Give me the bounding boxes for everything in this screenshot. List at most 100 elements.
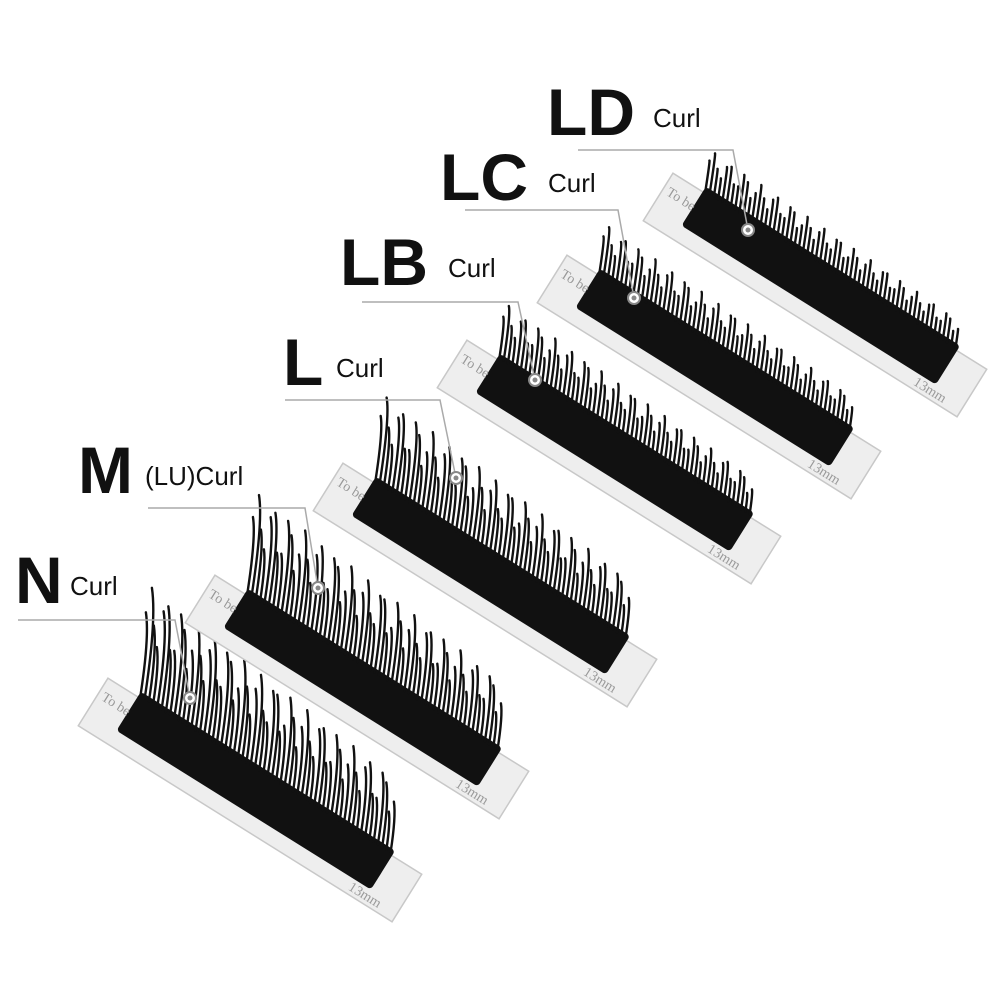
lash-fiber <box>515 320 523 370</box>
lash-fiber <box>695 290 704 336</box>
lash-fiber <box>693 445 700 482</box>
lash-fiber <box>411 642 419 698</box>
lash-fiber <box>856 269 862 288</box>
lash-fiber <box>708 152 717 195</box>
lash-fiber <box>750 347 756 370</box>
lash-fiber <box>801 215 809 254</box>
lash-fiber <box>540 356 546 386</box>
lash-fiber <box>288 569 296 621</box>
curl-suffix: Curl <box>336 353 384 383</box>
lash-fiber <box>526 540 533 578</box>
curl-letter: LC <box>440 140 528 214</box>
lash-fiber <box>531 525 539 581</box>
lash-fiber <box>839 394 846 426</box>
lash-fiber <box>844 408 849 429</box>
lash-fiber <box>629 397 637 442</box>
lash-fiber <box>835 388 842 423</box>
lash-fiber <box>869 272 875 296</box>
lash-fiber <box>308 755 315 804</box>
lash-fiber <box>595 370 603 421</box>
lash-fiber <box>780 365 786 389</box>
lash-fiber <box>780 216 786 241</box>
lash-fiber <box>814 389 819 410</box>
lash-fiber <box>663 431 669 463</box>
lash-fiber <box>878 271 885 301</box>
lash-fiber <box>317 726 326 809</box>
lash-fiber <box>488 479 498 554</box>
marker-dot-center <box>453 475 459 481</box>
lash-fiber <box>403 448 411 501</box>
lash-fiber <box>296 725 304 796</box>
lash-fiber <box>283 696 293 788</box>
lash-fiber <box>687 305 693 330</box>
lash-fiber <box>527 343 534 378</box>
lash-fiber <box>330 565 341 648</box>
lash-fiber <box>322 588 330 643</box>
lash-fiber <box>385 810 391 852</box>
lash-fiber <box>539 538 547 586</box>
lash-fiber <box>291 746 298 793</box>
lash-fiber <box>395 413 406 496</box>
leader-line <box>148 507 319 589</box>
lash-fiber <box>300 709 310 799</box>
lash-fiber <box>646 414 653 453</box>
lash-fiber <box>236 659 247 759</box>
lash-fiber <box>484 489 493 552</box>
lash-fiber <box>688 436 696 479</box>
lash-fiber <box>941 312 948 341</box>
lash-fiber <box>657 286 663 312</box>
lash-fiber <box>389 800 396 854</box>
lash-fiber <box>408 421 418 504</box>
lash-fiber <box>570 371 576 405</box>
lash-fiber <box>505 497 514 565</box>
lash-fiber <box>772 347 779 383</box>
lash-fiber <box>873 279 879 299</box>
lash-fiber <box>160 605 171 711</box>
lash-fiber <box>532 327 540 381</box>
lash-fiber <box>916 302 922 325</box>
lash-fiber <box>714 472 719 495</box>
lash-fiber <box>364 612 372 669</box>
lash-fiber <box>801 373 808 402</box>
lash-fiber <box>351 771 358 830</box>
lash-fiber <box>722 460 730 500</box>
lash-fiber <box>615 240 623 285</box>
lash-fiber <box>701 455 708 487</box>
lash-fiber <box>314 545 324 637</box>
lash-fiber <box>699 303 707 338</box>
lash-fiber <box>355 789 361 833</box>
lash-fiber <box>954 327 960 349</box>
lash-fiber <box>852 256 859 286</box>
lash-fiber <box>437 453 447 523</box>
lash-fiber <box>258 548 266 603</box>
lash-fiber <box>416 464 423 509</box>
lash-band <box>682 188 959 384</box>
lash-fiber <box>342 763 350 825</box>
lash-fiber <box>772 196 780 235</box>
lash-fiber <box>557 368 563 397</box>
lash-fiber <box>254 528 263 600</box>
lash-fiber <box>262 721 269 775</box>
lash-fiber <box>415 657 422 701</box>
lash-fiber <box>177 628 187 722</box>
lash-fiber <box>168 649 177 716</box>
lash-fiber <box>463 495 470 538</box>
lash-fiber <box>632 248 640 296</box>
lash-fiber <box>822 379 830 415</box>
lash-fiber <box>674 294 680 323</box>
lash-fiber <box>818 227 826 264</box>
lash-fiber <box>164 648 172 714</box>
lash-band <box>576 270 853 466</box>
lash-fiber <box>903 299 908 317</box>
lash-fiber <box>420 631 429 703</box>
lash-fiber <box>739 475 746 511</box>
lash-fiber <box>548 529 556 591</box>
lash-fiber <box>139 611 149 698</box>
lash-fiber <box>543 550 550 589</box>
lash-fiber <box>569 548 577 605</box>
lash-fiber <box>181 667 189 724</box>
